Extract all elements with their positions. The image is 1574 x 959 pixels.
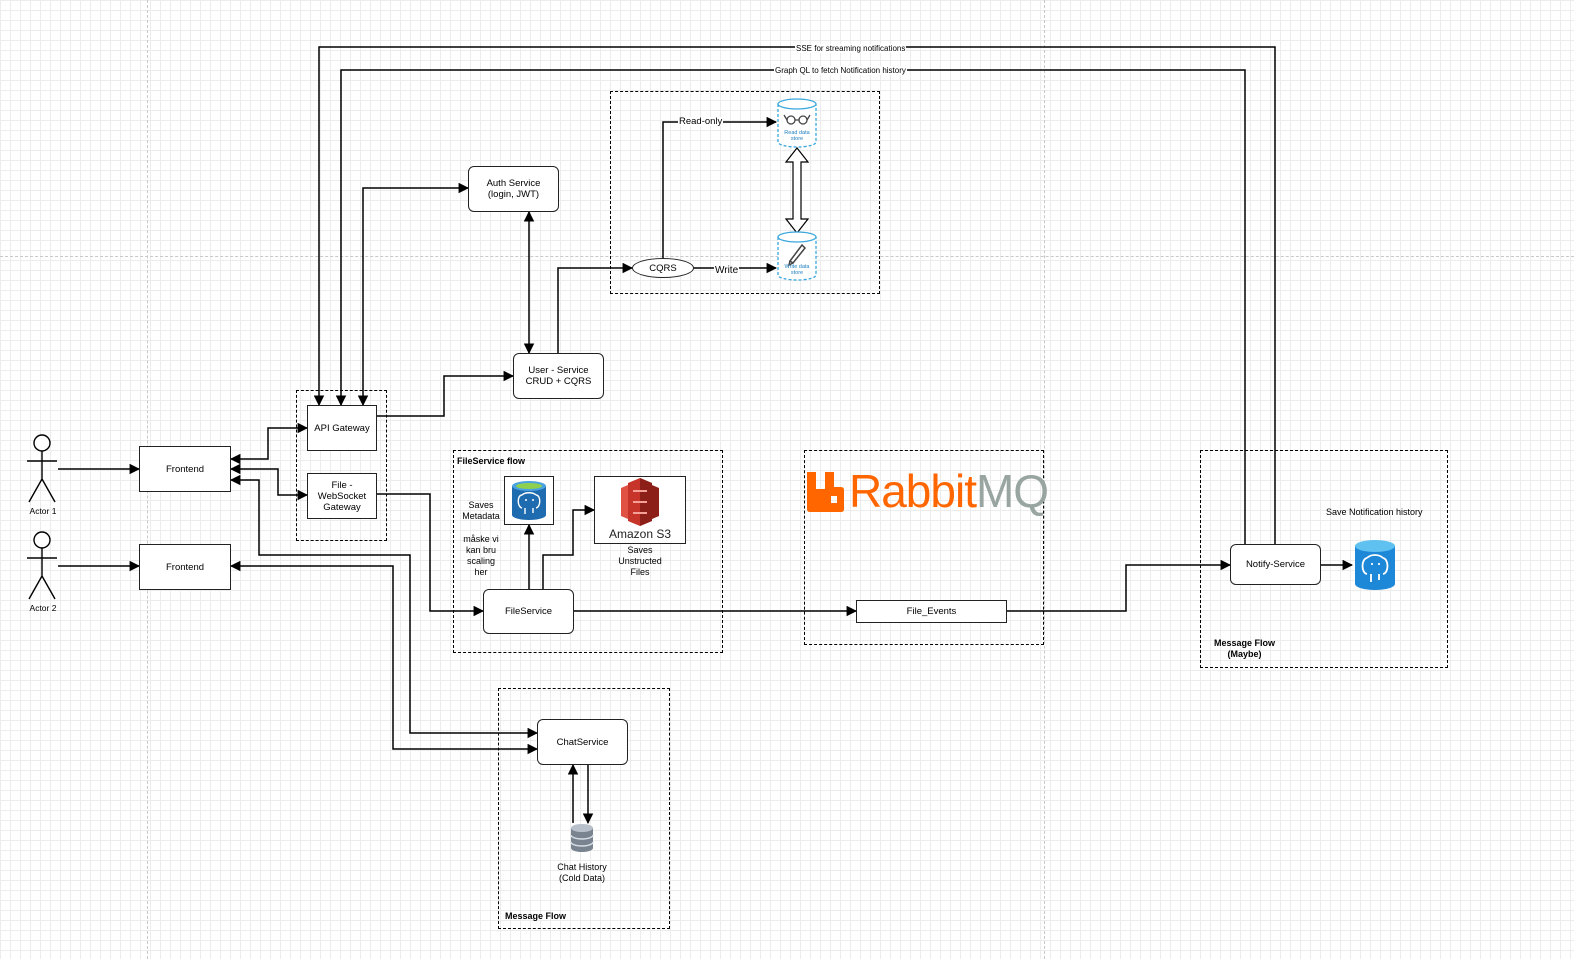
message-flow-maybe-title: Message Flow (Maybe) xyxy=(1214,638,1276,659)
write-store-cylinder-icon xyxy=(777,231,817,281)
actor-1-label: Actor 1 xyxy=(29,506,57,516)
frontend-gateway-connector xyxy=(229,422,309,465)
gateway-user-connector xyxy=(376,370,515,417)
amazon-s3-logo-text: Amazon S3 xyxy=(608,527,672,541)
write-data-store[interactable]: Write data store xyxy=(776,231,818,281)
amazon-s3-bucket-icon xyxy=(621,478,659,526)
rabbitmq-wordmark-rabbit: Rabbit xyxy=(849,465,977,517)
fileservice-flow-title: FileService flow xyxy=(457,456,526,466)
read-store-label: Read data store xyxy=(784,130,810,142)
frontend2-chat-connector xyxy=(229,560,539,755)
database-cylinder-icon xyxy=(570,824,594,852)
user-service-node[interactable]: User - Service CRUD + CQRS xyxy=(513,353,604,399)
read-write-sync-arrow xyxy=(784,147,810,234)
notify-service-node[interactable]: Notify-Service xyxy=(1230,544,1321,585)
stick-figure-icon xyxy=(27,434,57,503)
read-store-cylinder-icon xyxy=(777,98,817,148)
saves-metadata-label: Saves Metadata xyxy=(462,500,500,521)
write-store-label: Write data store xyxy=(784,264,810,276)
auth-service-node[interactable]: Auth Service (login, JWT) xyxy=(468,166,559,212)
page-break-line xyxy=(1044,0,1045,959)
user-cqrs-connector xyxy=(557,262,634,353)
actor-2: Actor 2 xyxy=(24,531,62,621)
fileservice-node[interactable]: FileService xyxy=(483,589,574,634)
stick-figure-icon xyxy=(27,531,57,600)
scaling-note-label: måske vi kan bru scaling her xyxy=(463,534,499,577)
websocket-gateway-node[interactable]: File - WebSocket Gateway xyxy=(307,473,377,519)
cqrs-group xyxy=(610,91,880,294)
read-data-store[interactable]: Read data store xyxy=(776,98,818,148)
azure-postgres-icon xyxy=(1355,540,1395,590)
read-only-edge-label: Read-only xyxy=(678,116,724,127)
chat-history-label: Chat History (Cold Data) xyxy=(557,862,607,883)
chat-history-db[interactable] xyxy=(568,823,596,853)
rabbitmq-wordmark-mq: MQ xyxy=(975,465,1049,517)
gateway-auth-connector xyxy=(357,182,470,407)
api-gateway-node[interactable]: API Gateway xyxy=(307,405,377,451)
cqrs-node[interactable]: CQRS xyxy=(632,258,694,278)
chatservice-node[interactable]: ChatService xyxy=(537,719,628,765)
amazon-s3-storage[interactable]: Amazon S3 xyxy=(594,476,686,544)
saves-unstructured-label: Saves Unstructed Files xyxy=(618,545,662,577)
frontend-node-1[interactable]: Frontend xyxy=(139,446,231,492)
message-flow-group xyxy=(498,688,670,929)
notification-history-db[interactable] xyxy=(1352,538,1398,594)
frontend-ws-connector xyxy=(229,463,309,501)
notify-group xyxy=(1200,450,1448,668)
save-notification-history-label: Save Notification history xyxy=(1326,507,1423,517)
postgres-database-icon xyxy=(512,481,546,520)
actor-1: Actor 1 xyxy=(24,434,62,524)
actor-2-label: Actor 2 xyxy=(29,603,57,613)
postgres-metadata-db[interactable] xyxy=(504,476,554,525)
rabbitmq-group xyxy=(804,450,1044,645)
sse-edge-label: SSE for streaming notifications xyxy=(795,44,907,53)
write-edge-label: Write xyxy=(714,265,740,276)
frontend-node-2[interactable]: Frontend xyxy=(139,544,231,590)
events-notify-connector xyxy=(1007,559,1232,612)
message-flow-title: Message Flow xyxy=(505,911,567,921)
fileservice-s3-connector xyxy=(542,504,596,589)
cqrs-read-connector xyxy=(662,116,778,258)
file-events-queue[interactable]: File_Events xyxy=(856,600,1007,623)
rabbitmq-icon xyxy=(807,472,844,512)
graphql-edge-label: Graph QL to fetch Notification history xyxy=(774,66,907,75)
